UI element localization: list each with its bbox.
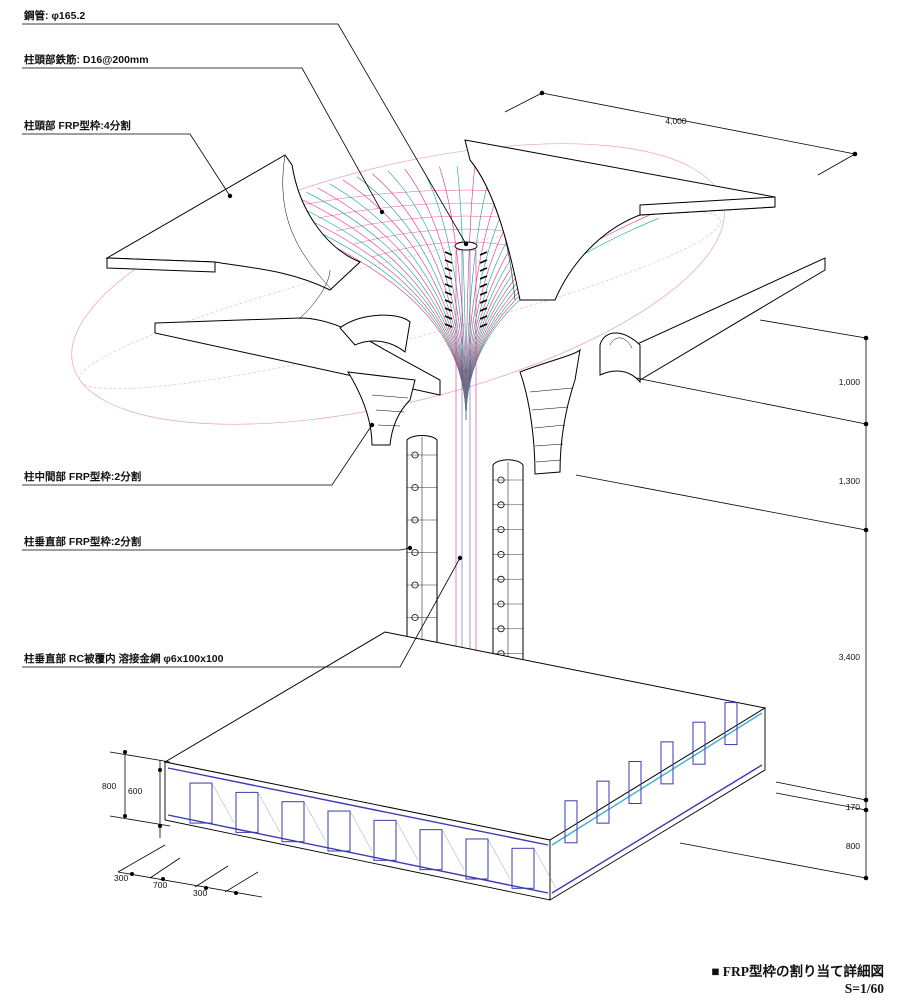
anchor-bolt xyxy=(479,275,488,280)
anchor-bolt xyxy=(479,283,488,288)
anchor-bolt xyxy=(444,307,453,312)
label-head-rebar: 柱頭部鉄筋: D16@200mm xyxy=(24,53,149,66)
frame-brace xyxy=(211,782,235,824)
frame-cell-side xyxy=(660,741,674,785)
leader-dots xyxy=(227,193,469,561)
anchor-bolt xyxy=(444,315,453,320)
dim-top-width: 4,000 xyxy=(665,116,687,126)
frame-cell-side xyxy=(628,760,642,804)
title-block: ■ FRP型枠の割り当て詳細図 S=1/60 xyxy=(711,963,884,996)
mid-frp-part-right xyxy=(519,348,581,475)
dim-bottom-a: 300 xyxy=(114,873,128,883)
anchor-bolt xyxy=(444,299,453,304)
rebar-line xyxy=(372,173,467,421)
anchor-bolt xyxy=(444,275,453,280)
drawing-scale: S=1/60 xyxy=(845,981,884,996)
drawing-title: ■ FRP型枠の割り当て詳細図 xyxy=(711,963,884,979)
capital-frp-panel-right xyxy=(599,257,826,384)
title-text: FRP型枠の割り当て詳細図 xyxy=(723,963,884,979)
frame-cell xyxy=(373,819,397,861)
frame-cell xyxy=(465,838,489,880)
capital-outline-ellipse xyxy=(71,143,725,425)
frame-cell xyxy=(235,791,259,833)
anchor-bolt xyxy=(479,315,488,320)
anchor-bolt xyxy=(479,291,488,296)
rebar-line xyxy=(387,170,467,421)
anchor-bolt xyxy=(479,299,488,304)
anchor-bolt xyxy=(444,259,453,264)
dimension-left-heights: 800 600 xyxy=(102,750,171,838)
label-steel-pipe: 鋼管: φ165.2 xyxy=(23,9,85,22)
frame-cell-side xyxy=(692,721,706,765)
rebar-line xyxy=(356,176,467,421)
leader-lines xyxy=(22,23,467,668)
dim-bottom-c: 300 xyxy=(193,888,207,898)
anchor-bolt xyxy=(444,283,453,288)
dim-h-head: 1,000 xyxy=(839,377,861,387)
dim-h-base: 800 xyxy=(846,841,860,851)
capital-frp-panel-back xyxy=(464,139,776,301)
label-mid-frp: 柱中間部 FRP型枠:2分割 xyxy=(24,470,141,483)
frame-cell xyxy=(189,782,213,824)
anchor-bolt xyxy=(444,323,453,328)
rebar-line xyxy=(306,192,467,421)
anchor-bolt xyxy=(444,291,453,296)
frame-cell xyxy=(511,847,535,889)
dimension-right-heights: 1,000 1,300 3,400 170 800 xyxy=(575,319,869,881)
anchor-bolt xyxy=(444,267,453,272)
anchor-bolt xyxy=(444,251,453,256)
frame-brace xyxy=(441,829,465,870)
rebar-line xyxy=(317,187,467,421)
frame-cell xyxy=(419,829,443,871)
frame-brace xyxy=(395,820,419,861)
mid-frp-part-left xyxy=(347,371,416,446)
anchor-bolt xyxy=(479,267,488,272)
frame-brace xyxy=(257,792,281,833)
capital-frp-panel-front xyxy=(154,269,441,396)
label-vertical-frp: 柱垂直部 FRP型枠:2分割 xyxy=(24,535,141,548)
frame-brace xyxy=(487,838,511,880)
steel-pipe-anchor-bolts xyxy=(444,251,488,328)
frame-cell-side xyxy=(564,800,578,844)
base-frame-cells xyxy=(189,702,738,889)
dimension-bottom: 300 700 300 xyxy=(114,844,263,898)
anchor-bolt xyxy=(479,323,488,328)
rebar-line xyxy=(329,183,467,421)
dim-bottom-b: 700 xyxy=(153,880,167,890)
rebar-line xyxy=(465,218,659,421)
dim-h-vertical: 3,400 xyxy=(839,652,861,662)
frame-brace xyxy=(533,848,557,889)
anchor-bolt xyxy=(479,251,488,256)
base-slab xyxy=(163,631,767,901)
dim-h-mid: 1,300 xyxy=(839,476,861,486)
rebar-line xyxy=(342,179,467,421)
anchor-bolt xyxy=(479,259,488,264)
frame-cell-side xyxy=(724,702,738,746)
dim-left-inner: 600 xyxy=(128,786,142,796)
frame-cell xyxy=(327,810,351,852)
frame-brace xyxy=(349,810,373,852)
frame-cell-side xyxy=(596,780,610,824)
label-head-frp: 柱頭部 FRP型枠:4分割 xyxy=(24,119,131,132)
anchor-bolt xyxy=(479,307,488,312)
frame-cell xyxy=(281,801,305,843)
capital-frp-panel-left xyxy=(105,154,361,291)
dim-h-slab: 170 xyxy=(846,802,860,812)
dim-left-total: 800 xyxy=(102,781,116,791)
label-vertical-rc: 柱垂直部 RC被覆内 溶接金網 φ6x100x100 xyxy=(24,652,224,665)
title-marker: ■ xyxy=(711,964,719,979)
frame-brace xyxy=(303,801,327,842)
dimension-top-width: 4,000 xyxy=(504,90,858,176)
